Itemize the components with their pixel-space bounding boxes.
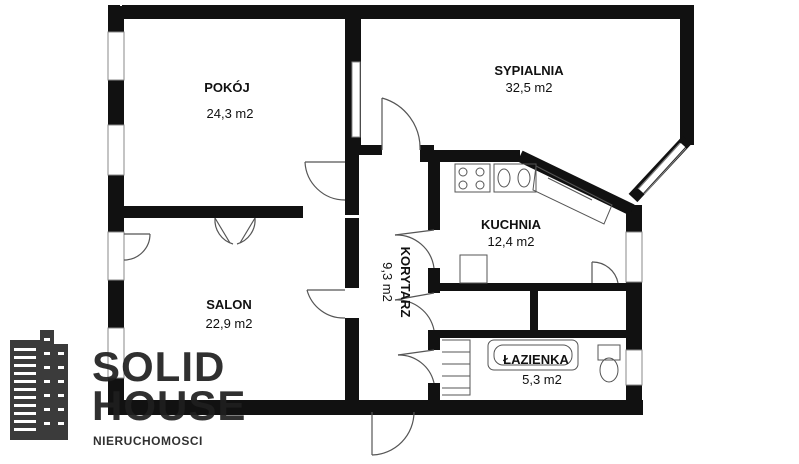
room-sypialnia: SYPIALNIA 32,5 m2 [494,63,564,95]
room-salon: SALON 22,9 m2 [206,297,253,331]
room-name-pokoj: POKÓJ [204,80,250,95]
room-name-lazienka: ŁAZIENKA [503,352,569,367]
window-diagonal [638,142,686,194]
room-name-korytarz: KORYTARZ [398,247,413,318]
room-area-pokoj: 24,3 m2 [207,106,254,121]
room-name-salon: SALON [206,297,252,312]
room-area-korytarz: 9,3 m2 [380,262,395,302]
walls [108,5,694,415]
room-name-sypialnia: SYPIALNIA [494,63,564,78]
room-lazienka: ŁAZIENKA 5,3 m2 [503,352,569,387]
room-area-lazienka: 5,3 m2 [522,372,562,387]
room-area-salon: 22,9 m2 [206,316,253,331]
room-name-kuchnia: KUCHNIA [481,217,542,232]
logo-line1: SOLID [92,343,225,390]
building-icon [10,330,68,440]
windows [107,5,643,386]
window-diagonal-frame [637,142,687,195]
room-area-sypialnia: 32,5 m2 [506,80,553,95]
room-pokoj: POKÓJ 24,3 m2 [204,80,253,121]
room-kuchnia: KUCHNIA 12,4 m2 [481,217,542,249]
room-korytarz: KORYTARZ 9,3 m2 [380,247,413,318]
bathroom-fixtures [442,339,621,396]
logo-line2: HOUSE [92,382,246,429]
solid-house-logo: SOLID HOUSE NIERUCHOMOSCI [10,330,246,448]
logo-tagline: NIERUCHOMOSCI [93,434,203,448]
kitchen-fixtures [454,163,613,284]
room-area-kuchnia: 12,4 m2 [488,234,535,249]
doors [123,97,619,456]
